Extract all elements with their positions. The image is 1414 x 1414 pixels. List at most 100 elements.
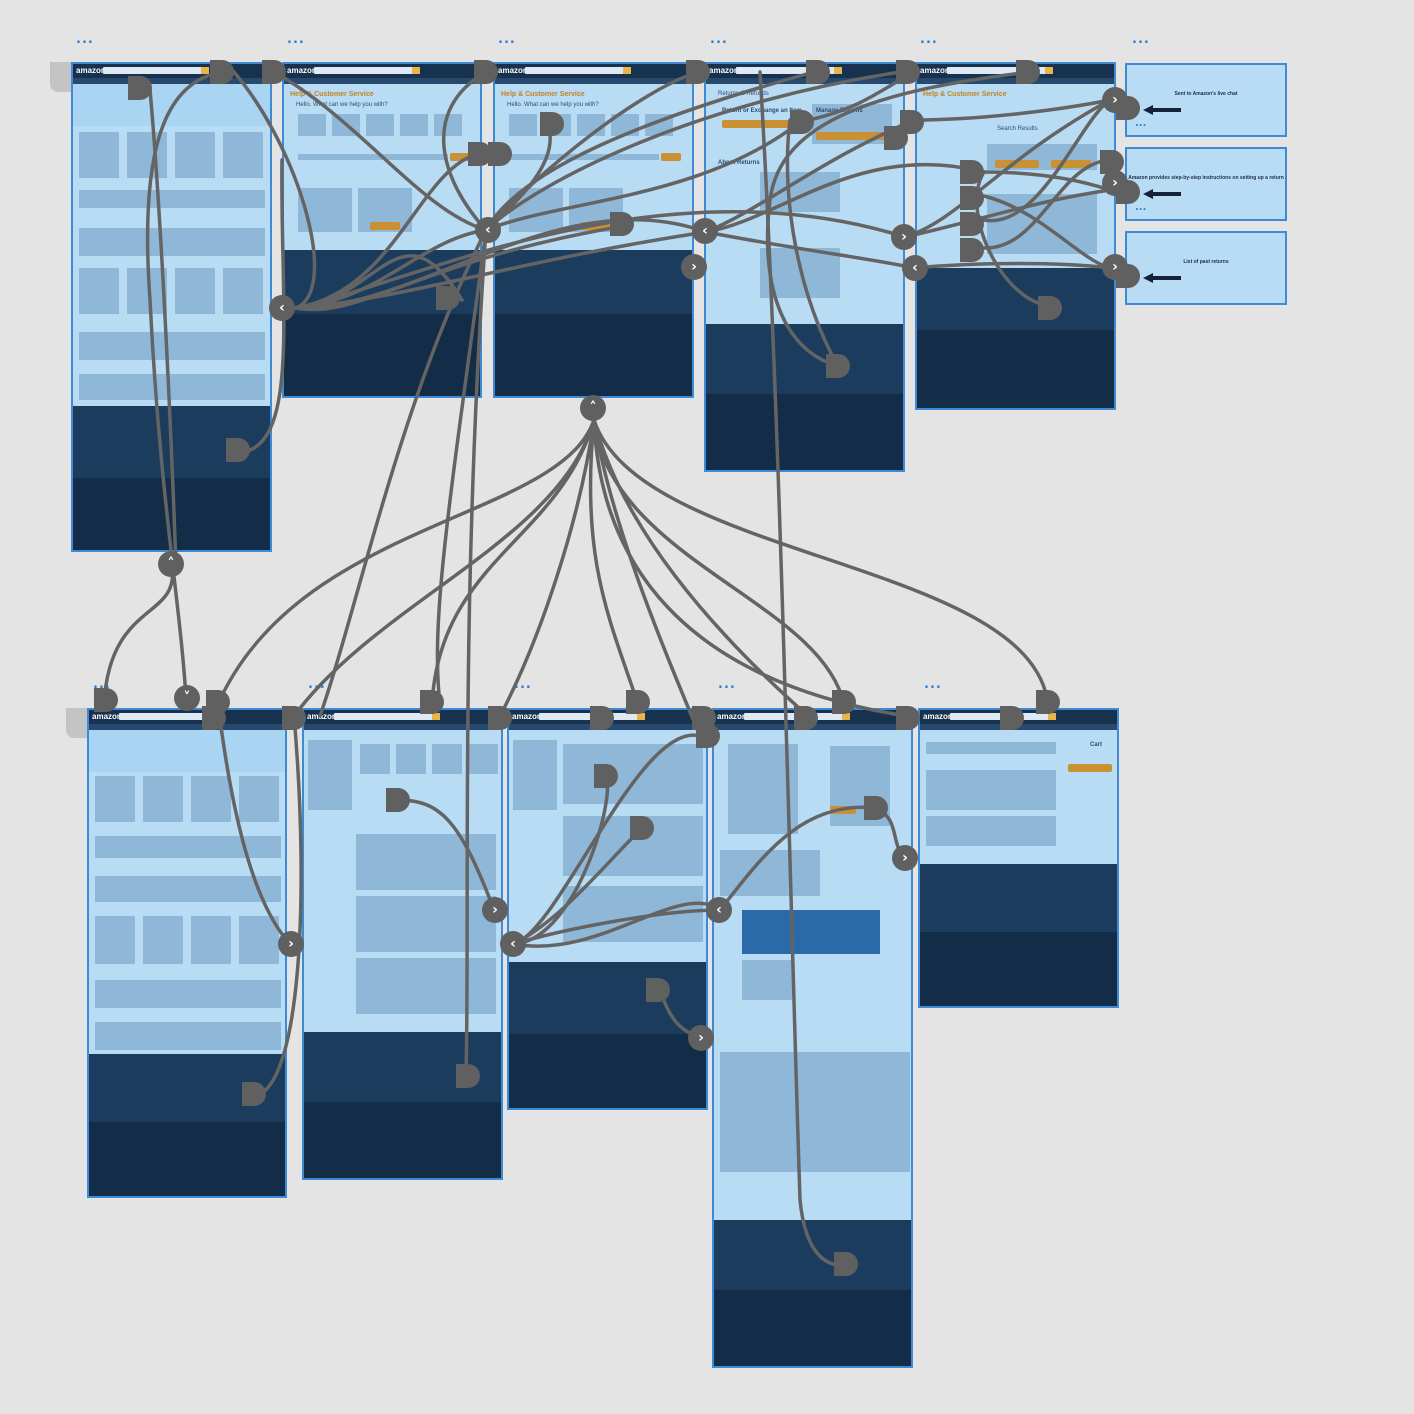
filter-sidebar[interactable] xyxy=(513,740,557,810)
chevron-left-icon[interactable]: ‹ xyxy=(269,295,295,321)
chevron-right-icon[interactable]: › xyxy=(1102,170,1128,196)
help-topic-card[interactable] xyxy=(509,114,537,136)
help-topic-card[interactable] xyxy=(298,114,326,136)
proceed-to-checkout-button[interactable] xyxy=(1068,764,1112,772)
product-row[interactable] xyxy=(95,980,281,1008)
category-card[interactable] xyxy=(396,744,426,774)
link-handle-icon[interactable] xyxy=(590,706,614,730)
start-chat-button[interactable] xyxy=(581,222,611,230)
result-grid[interactable] xyxy=(563,886,703,942)
print-returns-button[interactable] xyxy=(816,132,886,140)
link-handle-icon[interactable] xyxy=(456,1064,480,1088)
link-handle-icon[interactable] xyxy=(128,76,152,100)
product-card[interactable] xyxy=(143,916,183,964)
product-card[interactable] xyxy=(175,268,215,314)
annotation-live-chat[interactable]: Sent to Amazon's live chat ... xyxy=(1125,63,1287,137)
product-card[interactable] xyxy=(143,776,183,822)
product-row[interactable] xyxy=(95,836,281,858)
product-card[interactable] xyxy=(239,776,279,822)
link-handle-icon[interactable] xyxy=(790,110,814,134)
chevron-right-icon[interactable]: › xyxy=(1102,254,1128,280)
link-handle-icon[interactable] xyxy=(626,690,650,714)
recommendation-row[interactable] xyxy=(926,816,1056,846)
link-handle-icon[interactable] xyxy=(960,160,984,184)
product-card[interactable] xyxy=(191,776,231,822)
more-menu-icon[interactable]: ... xyxy=(1135,118,1147,129)
link-handle-icon[interactable] xyxy=(686,60,710,84)
product-row[interactable] xyxy=(79,228,265,256)
chevron-left-icon[interactable]: ‹ xyxy=(475,217,501,243)
screen-cart[interactable]: amazon Cart xyxy=(918,708,1119,1008)
link-handle-icon[interactable] xyxy=(1038,296,1062,320)
product-card[interactable] xyxy=(79,132,119,178)
more-menu-icon[interactable]: ... xyxy=(1135,202,1147,213)
result-grid[interactable] xyxy=(356,896,496,952)
link-handle-icon[interactable] xyxy=(806,60,830,84)
link-handle-icon[interactable] xyxy=(900,110,924,134)
screen-help-search-results[interactable]: amazon Help & Customer Service Search Re… xyxy=(915,62,1116,410)
chevron-right-icon[interactable]: › xyxy=(278,931,304,957)
annotation-past-returns[interactable]: List of past returns xyxy=(1125,231,1287,305)
more-menu-icon[interactable]: ... xyxy=(514,677,532,692)
product-card[interactable] xyxy=(95,776,135,822)
link-handle-icon[interactable] xyxy=(1016,60,1040,84)
link-handle-icon[interactable] xyxy=(1000,706,1024,730)
chevron-left-icon[interactable]: ‹ xyxy=(500,931,526,957)
help-topic-card[interactable] xyxy=(400,114,428,136)
chevron-right-icon[interactable]: › xyxy=(681,254,707,280)
link-handle-icon[interactable] xyxy=(832,690,856,714)
result-grid[interactable] xyxy=(356,958,496,1014)
help-topic-card[interactable] xyxy=(332,114,360,136)
contact-card[interactable] xyxy=(298,188,352,232)
category-card[interactable] xyxy=(360,744,390,774)
screen-home[interactable]: amazon xyxy=(87,708,287,1198)
search-bar[interactable] xyxy=(103,67,210,74)
search-help-button[interactable] xyxy=(450,153,470,161)
product-card[interactable] xyxy=(79,268,119,314)
more-menu-icon[interactable]: ... xyxy=(710,32,728,47)
result-button[interactable] xyxy=(1051,160,1091,168)
chevron-left-icon[interactable]: ‹ xyxy=(902,255,928,281)
product-row[interactable] xyxy=(79,374,265,400)
more-menu-icon[interactable]: ... xyxy=(920,32,938,47)
product-image[interactable] xyxy=(728,744,798,834)
link-handle-icon[interactable] xyxy=(1036,690,1060,714)
result-grid[interactable] xyxy=(356,834,496,890)
link-handle-icon[interactable] xyxy=(488,142,512,166)
recommendation-row[interactable] xyxy=(926,770,1056,810)
screen-help-center[interactable]: amazon Help & Customer Service Hello. Wh… xyxy=(493,62,694,398)
link-handle-icon[interactable] xyxy=(864,796,888,820)
link-handle-icon[interactable] xyxy=(646,978,670,1002)
product-row[interactable] xyxy=(79,190,265,208)
category-card[interactable] xyxy=(432,744,462,774)
customer-reviews[interactable] xyxy=(720,1052,910,1172)
link-handle-icon[interactable] xyxy=(202,706,226,730)
product-row[interactable] xyxy=(95,876,281,902)
link-handle-icon[interactable] xyxy=(474,60,498,84)
search-help-input[interactable] xyxy=(298,154,448,160)
more-menu-icon[interactable]: ... xyxy=(76,32,94,47)
link-handle-icon[interactable] xyxy=(630,816,654,840)
link-handle-icon[interactable] xyxy=(594,764,618,788)
screen-help-center[interactable]: amazon Help & Customer Service Hello. Wh… xyxy=(282,62,482,398)
help-topic-card[interactable] xyxy=(611,114,639,136)
start-chat-button[interactable] xyxy=(370,222,400,230)
search-bar[interactable] xyxy=(525,67,632,74)
more-menu-icon[interactable]: ... xyxy=(498,32,516,47)
chevron-up-icon[interactable]: ˄ xyxy=(580,395,606,421)
add-to-cart-button[interactable] xyxy=(830,806,856,814)
link-handle-icon[interactable] xyxy=(896,706,920,730)
result-button[interactable] xyxy=(995,160,1039,168)
product-card[interactable] xyxy=(127,132,167,178)
chevron-left-icon[interactable]: ‹ xyxy=(706,897,732,923)
link-handle-icon[interactable] xyxy=(794,706,818,730)
link-handle-icon[interactable] xyxy=(696,724,720,748)
start-return-button[interactable] xyxy=(722,120,792,128)
chevron-right-icon[interactable]: › xyxy=(1102,87,1128,113)
category-card[interactable] xyxy=(468,744,498,774)
more-menu-icon[interactable]: ... xyxy=(924,677,942,692)
chevron-left-icon[interactable]: ‹ xyxy=(692,218,718,244)
product-card[interactable] xyxy=(95,916,135,964)
link-handle-icon[interactable] xyxy=(960,186,984,210)
more-menu-icon[interactable]: ... xyxy=(718,677,736,692)
